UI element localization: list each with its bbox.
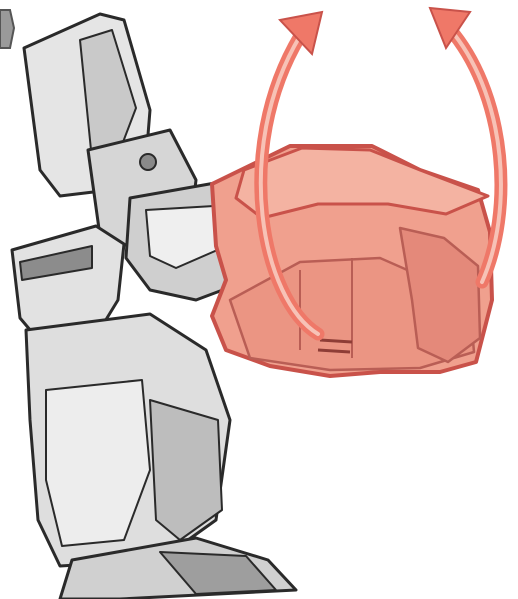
joint-bolt xyxy=(140,154,156,170)
edge-mark xyxy=(0,10,14,48)
leg-armor-part xyxy=(212,146,492,376)
